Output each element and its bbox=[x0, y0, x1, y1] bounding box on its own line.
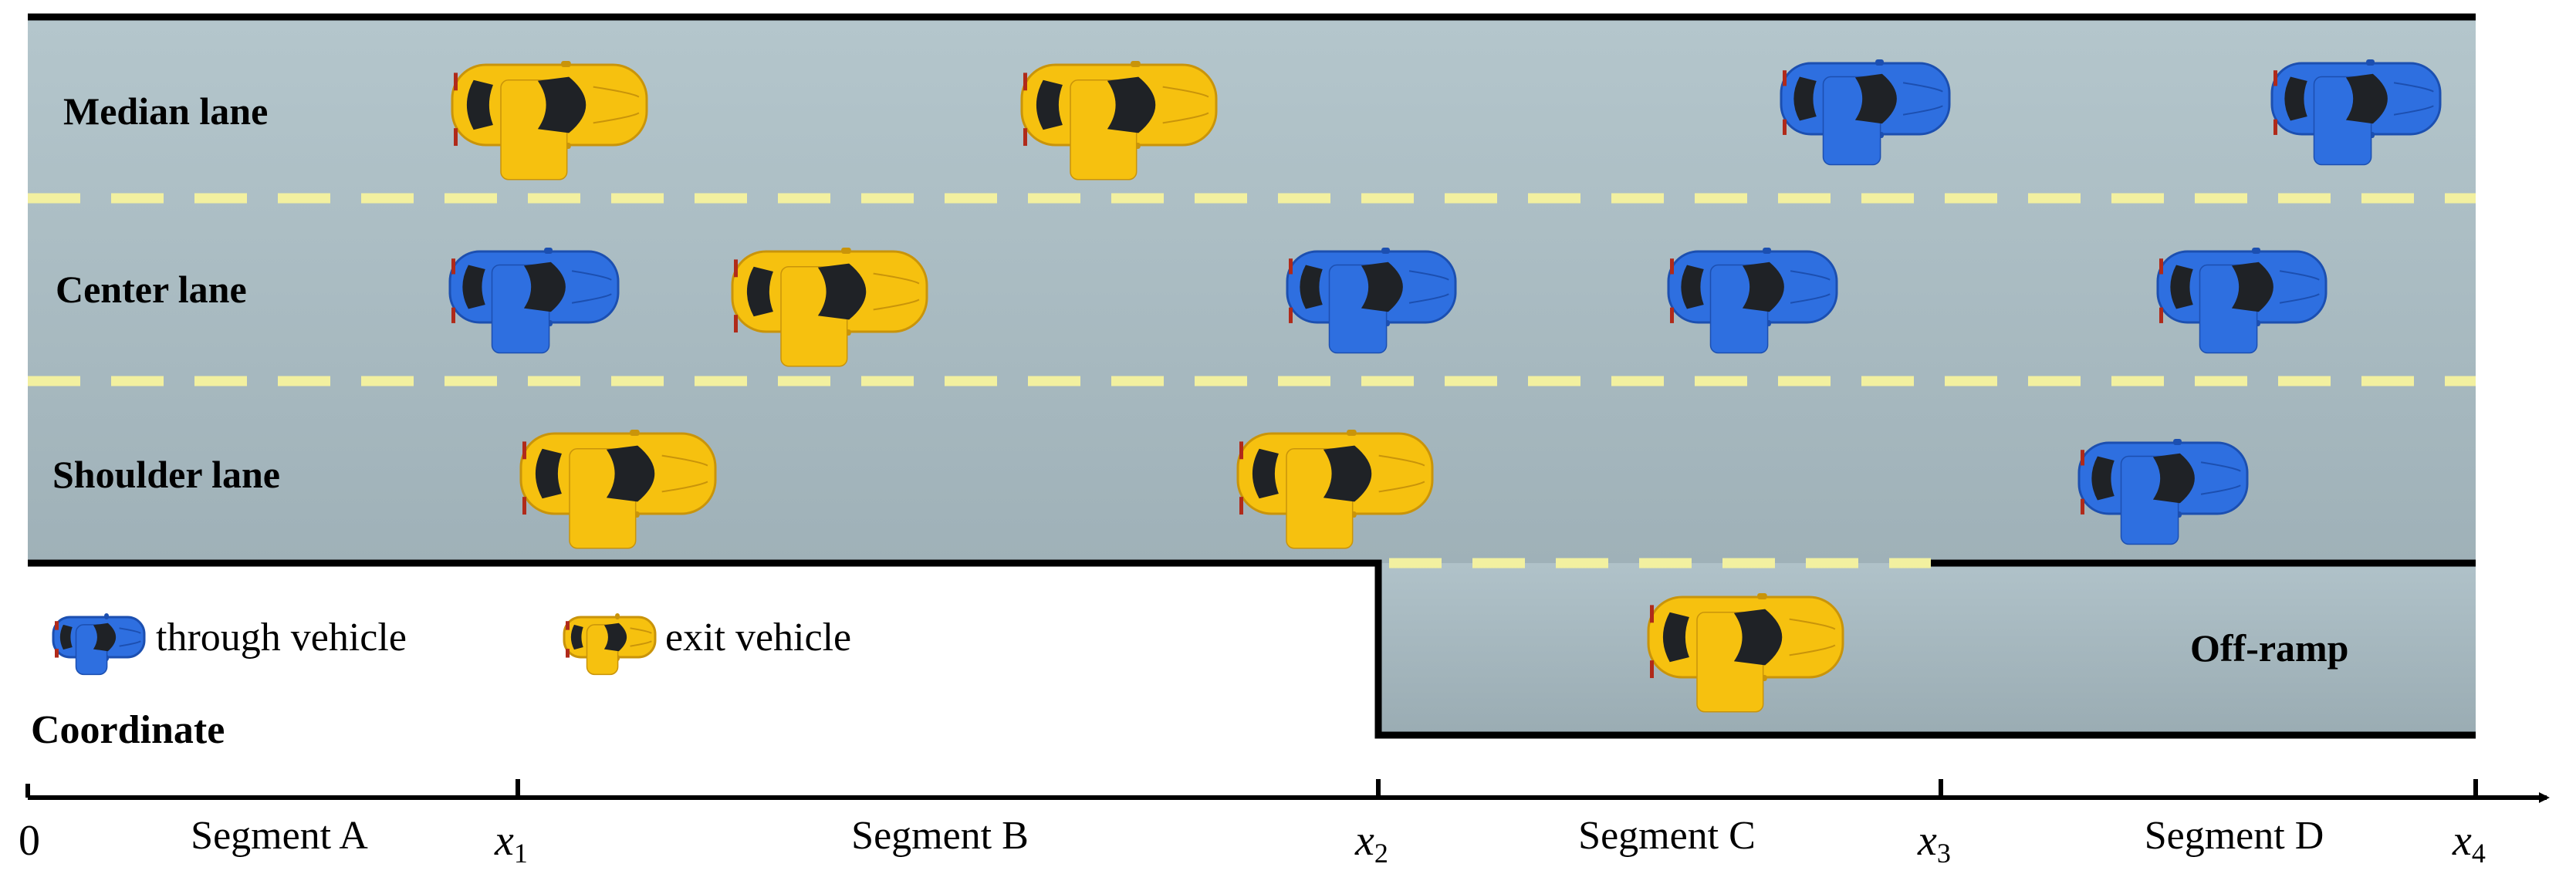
axis-tick-label-4: x4 bbox=[2452, 817, 2486, 869]
segment-label-c: Segment C bbox=[1578, 814, 1756, 858]
legend-through-car bbox=[52, 613, 146, 676]
axis-tick-label-1: x1 bbox=[494, 817, 528, 869]
axis-tick-label-2: x2 bbox=[1354, 817, 1388, 869]
road-bottom-edge bbox=[28, 559, 2476, 739]
vehicle-exit-10 bbox=[519, 430, 717, 549]
ramp-label: Off-ramp bbox=[2190, 626, 2349, 670]
vehicle-exit-13 bbox=[1647, 593, 1844, 713]
legend-exit-vehicle-icon bbox=[563, 613, 657, 676]
vehicle-through-9 bbox=[2156, 248, 2328, 354]
lane-label-center: Center lane bbox=[56, 268, 247, 311]
axis-tick-label-3: x3 bbox=[1917, 817, 1951, 869]
legend-through-vehicle-icon bbox=[52, 613, 146, 676]
legend-exit-label: exit vehicle bbox=[665, 616, 851, 660]
vehicle-through-8 bbox=[1667, 248, 1838, 354]
legend: through vehicle exit vehicle bbox=[52, 613, 851, 676]
legend-exit-car bbox=[563, 613, 657, 676]
vehicle-exit-11 bbox=[1236, 430, 1434, 549]
off-ramp-road bbox=[1378, 563, 2476, 735]
legend-through-label: through vehicle bbox=[156, 616, 407, 660]
vehicle-through-12 bbox=[2077, 439, 2249, 545]
segment-label-a: Segment A bbox=[191, 814, 368, 858]
vehicle-through-5 bbox=[448, 248, 620, 354]
segment-label-b: Segment B bbox=[851, 814, 1029, 858]
vehicle-through-7 bbox=[1286, 248, 1457, 354]
lane-label-median: Median lane bbox=[63, 89, 268, 133]
coordinate-axis: 0 x1 x2 x3 x4 Segment A Segment B Segment C Seg… bbox=[19, 779, 2550, 869]
coordinate-title: Coordinate bbox=[31, 708, 225, 752]
lane-label-shoulder: Shoulder lane bbox=[52, 453, 280, 496]
vehicles-layer bbox=[448, 59, 2442, 713]
vehicle-through-4 bbox=[2270, 59, 2442, 166]
vehicle-exit-2 bbox=[1020, 61, 1218, 181]
segment-label-d: Segment D bbox=[2145, 814, 2324, 858]
vehicle-through-3 bbox=[1780, 59, 1951, 166]
axis-origin-label: 0 bbox=[19, 817, 40, 865]
vehicle-exit-6 bbox=[731, 248, 928, 367]
vehicle-exit-1 bbox=[451, 61, 648, 181]
